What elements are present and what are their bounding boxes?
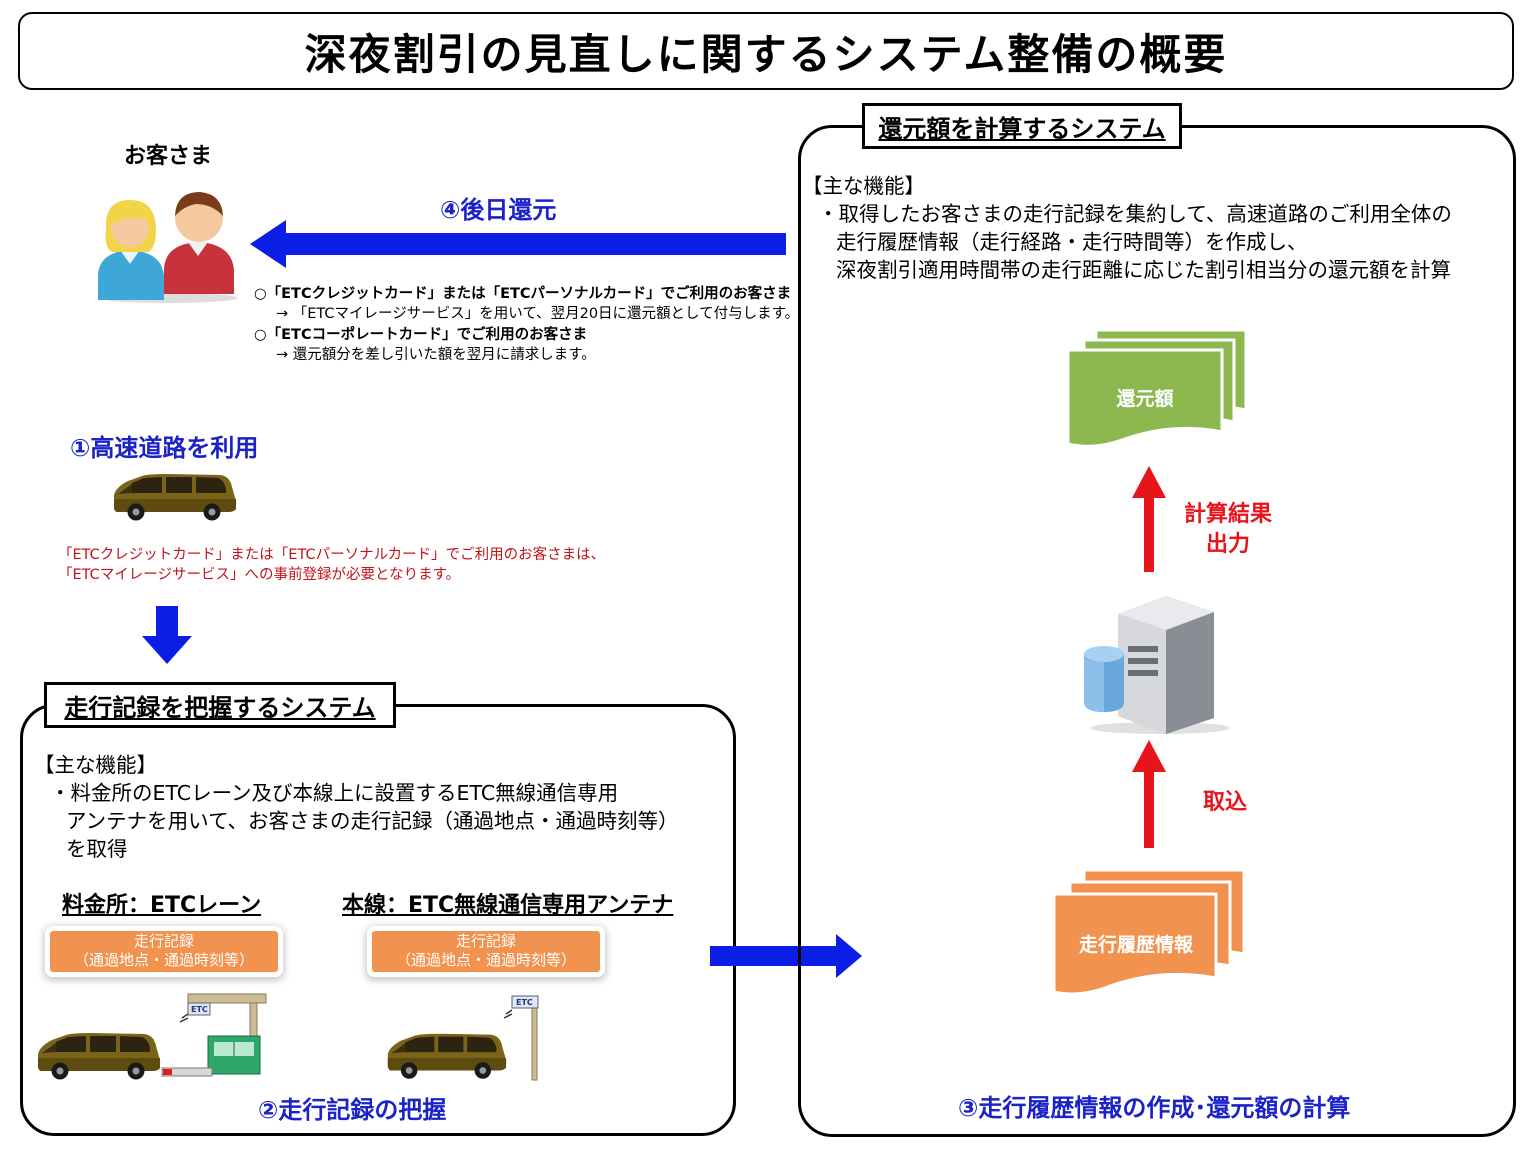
server-icon [1084,596,1230,734]
travel-record-label-mainline: 走行記録（通過地点・通過時刻等） [372,931,600,972]
import-label: 取込 [1202,790,1247,815]
travel-history-document-label: 走行履歴情報 [1078,934,1193,956]
step1-label: ①高速道路を利用 [70,434,259,462]
record-system-label: 走行記録を把握するシステム [44,682,396,728]
record-function-line-2: アンテナを用いて、お客さまの走行記録（通過地点・通過時刻等） [66,809,679,833]
calc-function-line-3: 深夜割引適用時間帯の走行距離に応じた割引相当分の還元額を計算 [836,258,1451,282]
output-arrow-up [1132,466,1166,572]
calc-function-line-2: 走行履歴情報（走行経路・走行時間等）を作成し、 [836,230,1308,254]
etc-sign-mainline: ETC [516,998,533,1007]
import-arrow-up [1132,740,1166,848]
travel-record-label-tollgate: 走行記録（通過地点・通過時刻等） [50,931,278,972]
etc-antenna-illustration: ETC [387,995,539,1081]
refund-document-label: 還元額 [1116,388,1174,410]
step1-note-line-2: 「ETCマイレージサービス」への事前登録が必要となります。 [58,567,461,583]
step1-note-line-1: 「ETCクレジットカード」または「ETCパーソナルカード」でご利用のお客さまは、 [58,547,606,563]
step3-label: ③走行履歴情報の作成･還元額の計算 [958,1094,1351,1122]
record-function-line-1: ・料金所のETCレーン及び本線上に設置するETC無線通信専用 [50,781,619,805]
customers-icon [98,192,238,303]
customer-label: お客さま [124,144,213,169]
record-functions-head: 【主な機能】 [34,753,157,777]
travel-history-document-icon [1052,868,1246,996]
step4-line-4: → 還元額分を差し引いた額を翌月に請求します。 [276,347,596,363]
refund-arrow-left [250,220,786,268]
step4-line-2: → 「ETCマイレージサービス」を用いて、翌月20日に還元額として付与します。 [276,306,800,322]
car-icon [108,472,238,522]
down-arrow [142,606,192,664]
step4-line-3: ○「ETCコーポレートカード」でご利用のお客さま [254,327,588,343]
mainline-head: 本線：ETC無線通信専用アンテナ [342,893,674,918]
step4-line-1: ○「ETCクレジットカード」または「ETCパーソナルカード」でご利用のお客さま [254,286,792,302]
step4-label: ④後日還元 [440,196,557,224]
output-label: 計算結果出力 [1183,502,1272,557]
step2-label: ②走行記録の把握 [258,1096,447,1124]
calc-system-label: 還元額を計算するシステム [862,103,1182,149]
refund-document-icon [1066,328,1248,448]
page-title: 深夜割引の見直しに関するシステム整備の概要 [18,12,1514,90]
etc-tollgate-illustration: ETC [38,993,267,1080]
record-function-line-3: を取得 [66,837,128,861]
calc-function-line-1: ・取得したお客さまの走行記録を集約して、高速道路のご利用全体の [818,202,1452,226]
tollgate-head: 料金所：ETCレーン [62,893,262,918]
etc-sign-tollgate: ETC [191,1005,208,1014]
calc-functions-head: 【主な機能】 [802,174,925,198]
transfer-arrow-right [710,934,862,978]
